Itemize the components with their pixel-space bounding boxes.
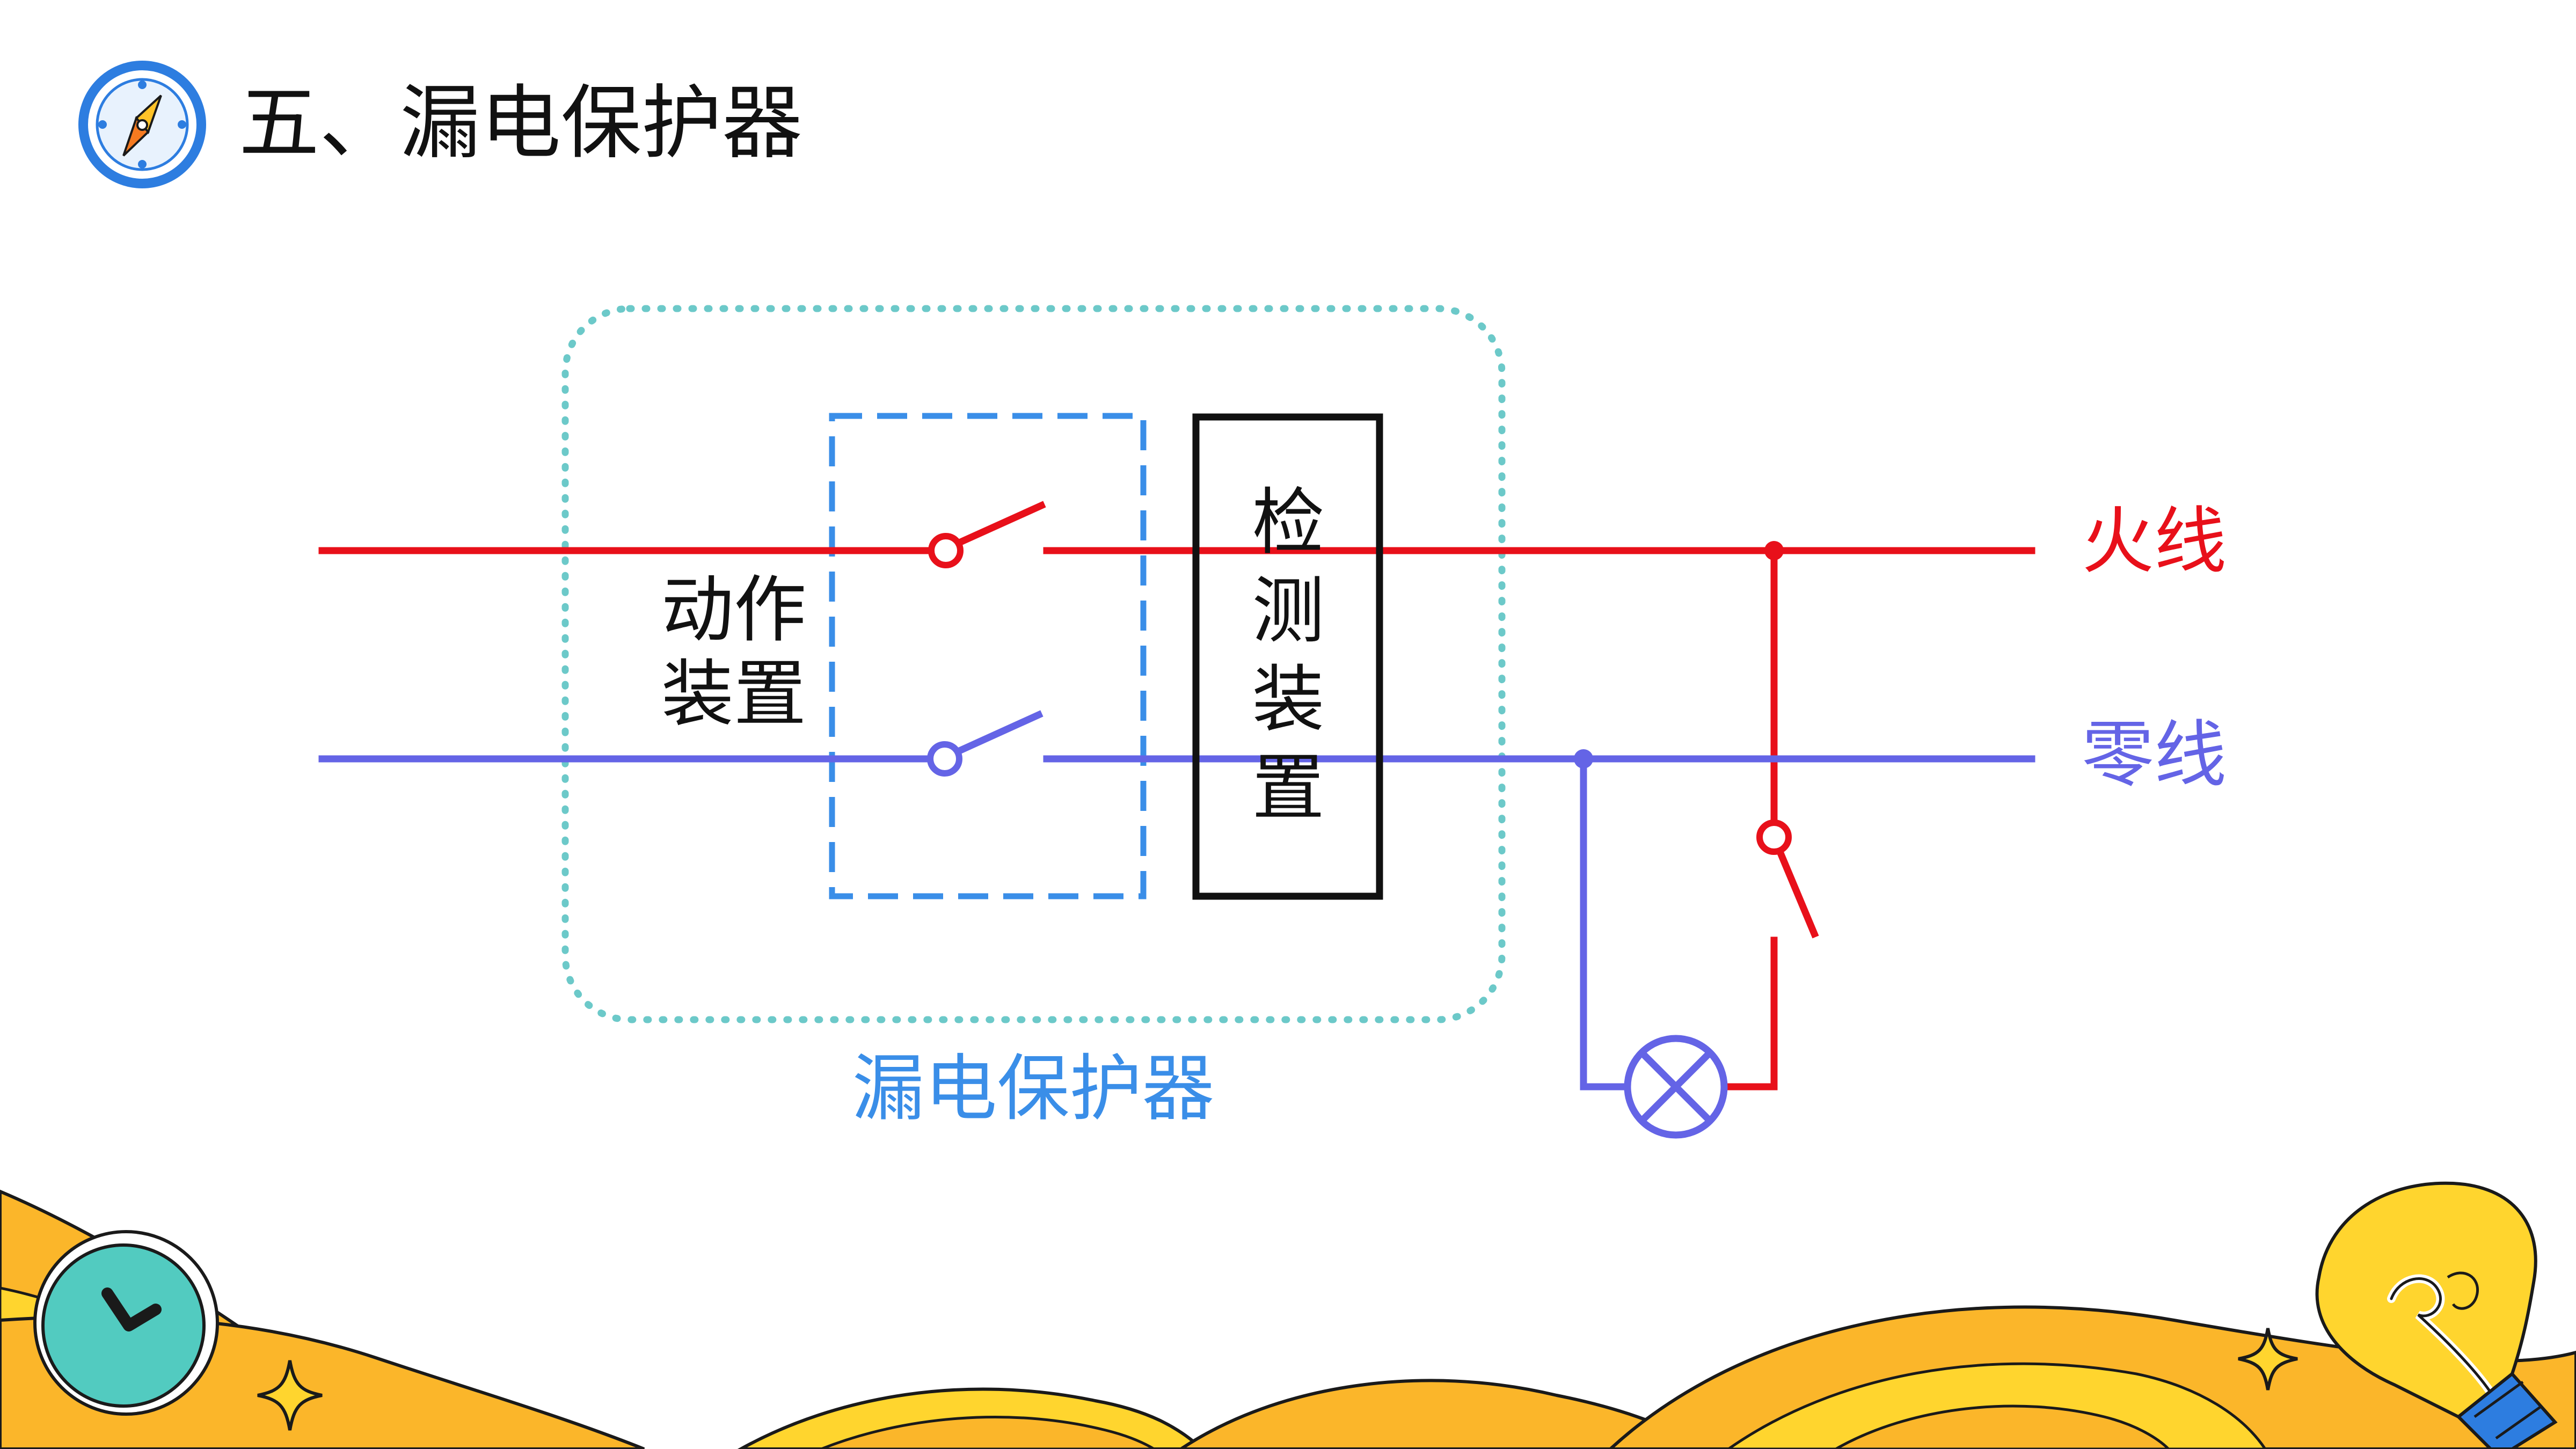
- live-wire: [318, 501, 2035, 1091]
- live-junction: [1764, 541, 1784, 560]
- protector-label: 漏电保护器: [852, 1046, 1215, 1131]
- compass-icon: [78, 61, 206, 188]
- neutral-junction: [1574, 749, 1593, 769]
- protector-outline: [561, 305, 1506, 1023]
- neutral-wire: [318, 710, 2035, 1091]
- action-device-label-line2: 装置: [661, 652, 806, 736]
- lamp-switch-contact: [1756, 819, 1792, 855]
- sparkle-icon: [257, 1360, 323, 1431]
- detection-label-char4: 置: [1252, 746, 1325, 830]
- lamp-symbol: [1624, 1035, 1728, 1139]
- detection-label-char2: 测: [1252, 569, 1325, 653]
- sparkle-icon: [2238, 1328, 2298, 1391]
- neutral-wire-label: 零线: [2082, 713, 2227, 797]
- live-switch-contact: [928, 533, 964, 568]
- lightbulb-icon: [2315, 1181, 2558, 1449]
- clock-icon: [33, 1230, 219, 1416]
- action-device-outline: [829, 413, 1147, 899]
- detection-label-char3: 装: [1252, 657, 1325, 742]
- live-wire-label: 火线: [2082, 499, 2227, 583]
- footer-decoration: [0, 1189, 2576, 1449]
- detection-label-char1: 检: [1252, 480, 1325, 565]
- slide-title: 五、漏电保护器: [239, 77, 803, 170]
- detection-device-box: [1192, 413, 1383, 900]
- neutral-switch-contact: [927, 741, 962, 777]
- action-device-label-line1: 动作: [661, 568, 806, 652]
